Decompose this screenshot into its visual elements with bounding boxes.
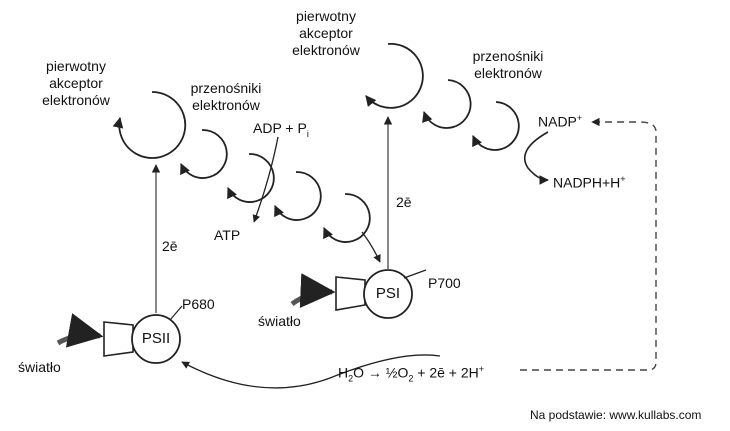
psi-carriers-label: przenośniki elektronów xyxy=(456,48,560,82)
nadp-label: NADP+ xyxy=(538,110,582,131)
p700-pointer xyxy=(403,269,427,279)
p700-label: P700 xyxy=(428,275,461,291)
psi-acceptor-line-3: elektronów xyxy=(292,42,360,58)
psi-acceptor-label: pierwotny akceptor elektronów xyxy=(276,8,376,59)
water-to-psii-arrow xyxy=(181,354,441,389)
psii-carriers-line-1: przenośniki xyxy=(190,80,262,96)
psi-acceptor-line-1: pierwotny xyxy=(296,8,356,24)
water-h: H xyxy=(338,364,349,381)
psii-light-label: światło xyxy=(18,359,61,375)
source-credit: Na podstawie: www.kullabs.com xyxy=(530,408,702,422)
cyclic-return-dashed xyxy=(520,117,657,371)
psi-photosystem xyxy=(335,269,413,319)
adp-text: ADP + P xyxy=(253,120,307,136)
psi-label: PSI xyxy=(375,285,401,302)
water-equation: H2O → ½O2 + 2ē + 2H+ xyxy=(338,361,484,387)
atp-synthesis-arrow xyxy=(252,136,279,223)
water-h-sub: 2 xyxy=(348,373,354,384)
water-o-sub: 2 xyxy=(408,373,414,384)
psi-light-arrow xyxy=(290,273,336,309)
nadp-reduction-arrow xyxy=(523,131,549,185)
psii-electrons-label: 2ē xyxy=(162,238,178,254)
psi-electrons-label: 2ē xyxy=(396,194,412,210)
water-rest: + 2ē + 2H xyxy=(413,364,479,381)
chain-to-psi-arrow xyxy=(361,231,381,263)
atp-label: ATP xyxy=(214,227,241,243)
psi-carriers-line-2: elektronów xyxy=(474,65,542,81)
p680-pointer xyxy=(169,305,183,321)
adp-label: ADP + Pi xyxy=(253,120,309,143)
psii-light-arrow xyxy=(56,313,104,348)
psii-photosystem xyxy=(103,314,181,364)
psii-acceptor-label: pierwotny akceptor elektronów xyxy=(26,58,126,109)
water-rest-sup: + xyxy=(478,364,485,374)
p680-label: P680 xyxy=(182,296,215,312)
nadph-label: NADPH+H+ xyxy=(553,171,626,192)
psi-acceptor-line-2: akceptor xyxy=(299,25,353,41)
psii-carriers-line-2: elektronów xyxy=(192,97,260,113)
psi-light-label: światło xyxy=(258,313,301,329)
psi-acceptor xyxy=(365,43,424,109)
psii-carrier-chain xyxy=(180,129,371,243)
nadp-text: NADP xyxy=(538,113,577,130)
psii-carriers-label: przenośniki elektronów xyxy=(174,80,278,114)
psii-acceptor-line-2: akceptor xyxy=(49,75,103,91)
psii-acceptor-line-1: pierwotny xyxy=(46,58,106,74)
psi-carrier-chain xyxy=(422,79,520,151)
nadph-sup: + xyxy=(620,174,626,184)
psii-acceptor-line-3: elektronów xyxy=(42,92,110,108)
water-o-arrow: O → ½O xyxy=(353,364,409,381)
nadp-sup: + xyxy=(576,113,583,123)
psii-label: PSII xyxy=(141,330,171,347)
adp-sub: i xyxy=(306,128,309,139)
psii-acceptor xyxy=(112,91,187,159)
psi-carriers-line-1: przenośniki xyxy=(472,48,544,64)
nadph-text: NADPH+H xyxy=(553,174,621,191)
